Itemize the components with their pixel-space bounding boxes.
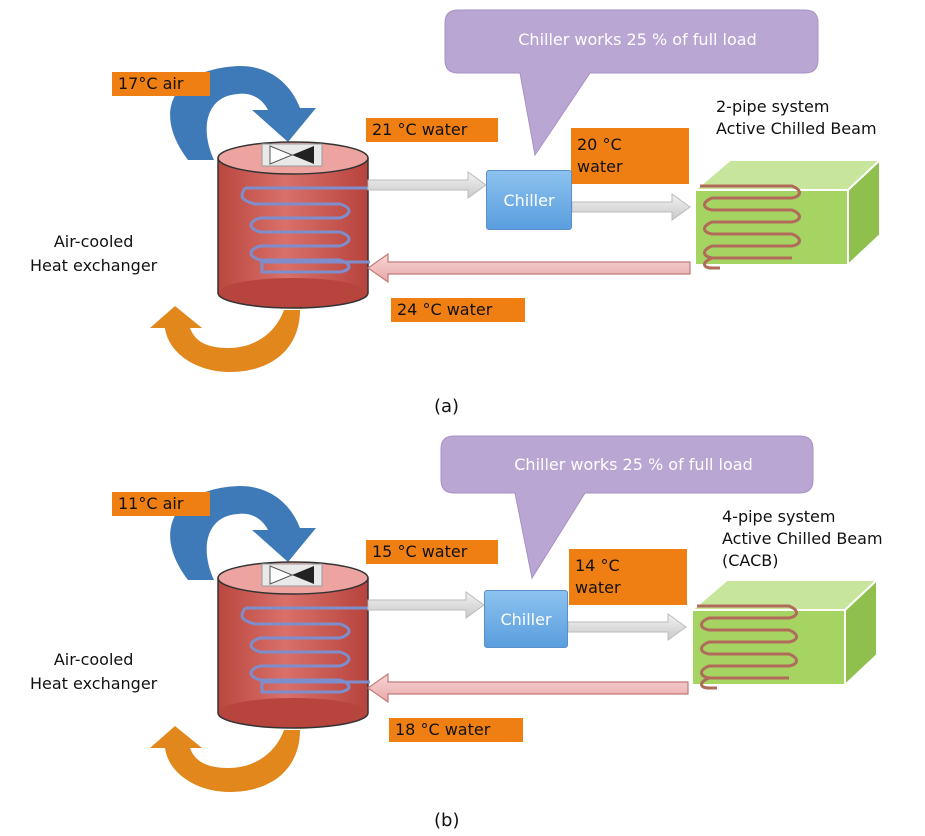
return-water-tag: 18 °C water — [389, 718, 523, 742]
chiller-box: Chiller — [484, 590, 568, 648]
bubble-text: Chiller works 25 % of full load — [514, 455, 753, 474]
system-label: 2-pipe system Active Chilled Beam — [716, 97, 877, 138]
chilled-beam-box — [689, 577, 880, 690]
air-temperature-tag: 17°C air — [112, 72, 210, 96]
supply-pipe-to-chiller — [367, 591, 485, 619]
return-pipe — [366, 672, 689, 704]
return-water-tag: 24 °C water — [391, 298, 525, 322]
chiller-box: Chiller — [486, 170, 572, 230]
exhaust-arrow — [150, 726, 300, 792]
heat-exchanger-cylinder — [217, 561, 370, 729]
panel-a: Chiller works 25 % of full load 17°C air… — [30, 9, 883, 417]
bubble-text: Chiller works 25 % of full load — [518, 30, 757, 49]
heat-exchanger-label: Air-cooled Heat exchanger — [30, 232, 158, 275]
valve-icon — [261, 563, 323, 587]
bubble-shape — [440, 435, 814, 580]
valve-icon — [261, 143, 323, 167]
panel-caption: (a) — [434, 396, 460, 417]
heat-exchanger-cylinder — [217, 141, 370, 309]
bubble-shape — [444, 9, 819, 157]
return-pipe — [366, 252, 691, 284]
supply-pipe-to-chiller — [367, 171, 487, 199]
supply-pipe-to-beam — [567, 613, 687, 641]
diagram-b-graphics — [150, 435, 880, 792]
outlet-water-tag: 15 °C water — [366, 540, 498, 564]
panel-b: Chiller works 25 % of full load 11°C air… — [0, 418, 925, 836]
chilled-beam-box — [692, 157, 883, 270]
outlet-water-tag: 21 °C water — [366, 118, 498, 142]
supply-pipe-to-beam — [571, 193, 691, 221]
panel-caption: (b) — [434, 810, 460, 831]
air-temperature-tag: 11°C air — [112, 492, 210, 516]
supply-water-tag: 20 °C water — [571, 128, 689, 184]
diagram-a-graphics — [150, 9, 883, 372]
exhaust-arrow — [150, 306, 300, 372]
heat-exchanger-label: Air-cooled Heat exchanger — [30, 650, 158, 693]
system-label: 4-pipe system Active Chilled Beam (CACB) — [722, 507, 883, 570]
supply-water-tag: 14 °C water — [569, 549, 687, 605]
